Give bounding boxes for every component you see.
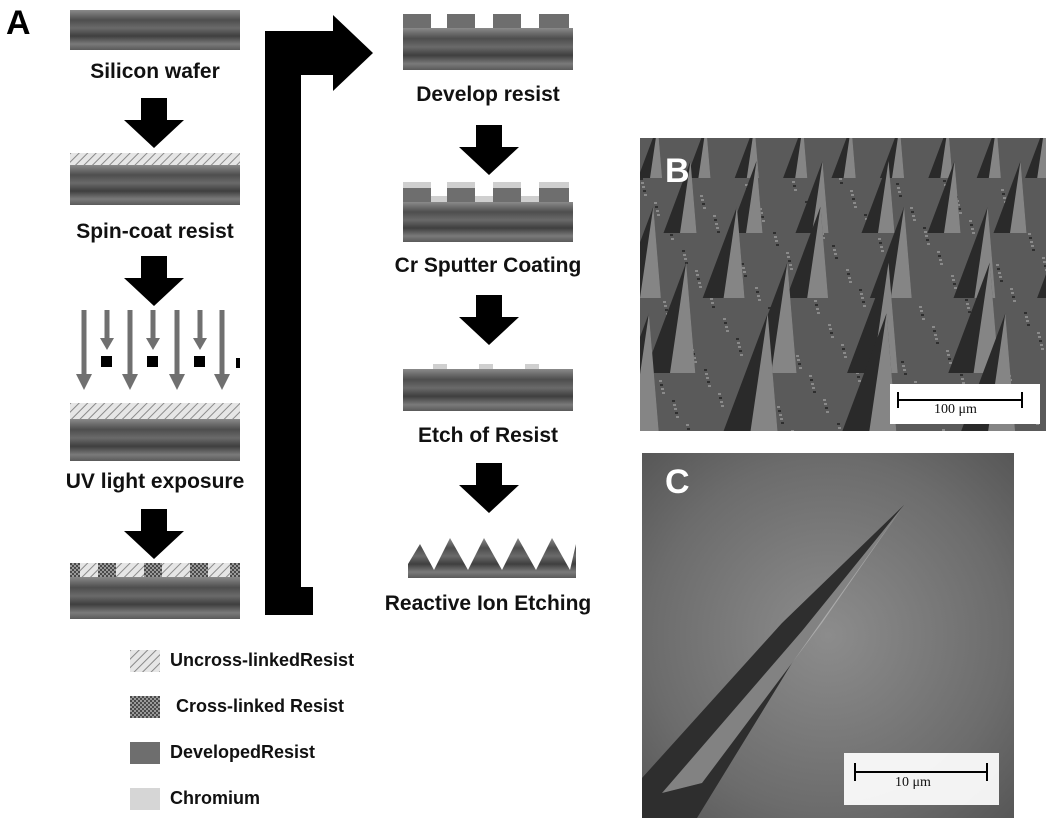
down-arrow-icon: [459, 295, 519, 345]
panel-b-label: B: [665, 152, 690, 190]
rie-diagram: [408, 538, 576, 578]
down-arrow-icon: [124, 509, 184, 559]
legend-swatch-developed: [130, 742, 160, 764]
legend-label-developed: DevelopedResist: [170, 742, 316, 762]
step-rie: Reactive Ion Etching: [384, 592, 592, 615]
down-arrow-icon: [459, 463, 519, 513]
cr-sputter-diagram: [403, 182, 573, 242]
spin-coat-diagram: [70, 153, 240, 205]
flow-connector-arrow: [265, 15, 373, 615]
down-arrow-icon: [459, 125, 519, 175]
step-develop-resist: Develop resist: [416, 83, 560, 106]
step-silicon-wafer: Silicon wafer: [90, 60, 220, 83]
legend-label-chromium: Chromium: [170, 788, 260, 808]
legend-label-uncrosslinked: Uncross-linkedResist: [170, 650, 355, 670]
silicon-wafer-diagram: [70, 10, 240, 50]
step-cr-sputter: Cr Sputter Coating: [394, 254, 582, 277]
down-arrow-icon: [124, 256, 184, 306]
panel-b-scale-label: 100 μm: [934, 402, 977, 417]
uv-exposure-wafer-diagram: [70, 403, 240, 461]
legend-label-crosslinked: Cross-linked Resist: [176, 696, 345, 716]
develop-resist-diagram: [403, 14, 573, 70]
uv-light-diagram: [76, 310, 240, 390]
sem-image-microneedle-array: [640, 138, 1046, 431]
legend-swatch-uncrosslinked: [130, 650, 160, 672]
legend-swatch-chromium: [130, 788, 160, 810]
legend: Uncross-linkedResist Cross-linked Resist…: [130, 647, 470, 817]
etch-resist-diagram: [403, 364, 573, 411]
down-arrow-icon: [124, 98, 184, 148]
crosslinked-wafer-diagram: [70, 563, 240, 619]
panel-c-scale-label: 10 μm: [895, 775, 931, 790]
step-spin-coat: Spin-coat resist: [76, 220, 234, 243]
sem-image-single-needle: [642, 453, 1014, 818]
legend-swatch-crosslinked: [130, 696, 160, 718]
panel-a-label: A: [6, 4, 31, 42]
panel-c-label: C: [665, 463, 690, 501]
step-etch-resist: Etch of Resist: [417, 424, 559, 447]
step-uv-exposure: UV light exposure: [65, 470, 245, 493]
